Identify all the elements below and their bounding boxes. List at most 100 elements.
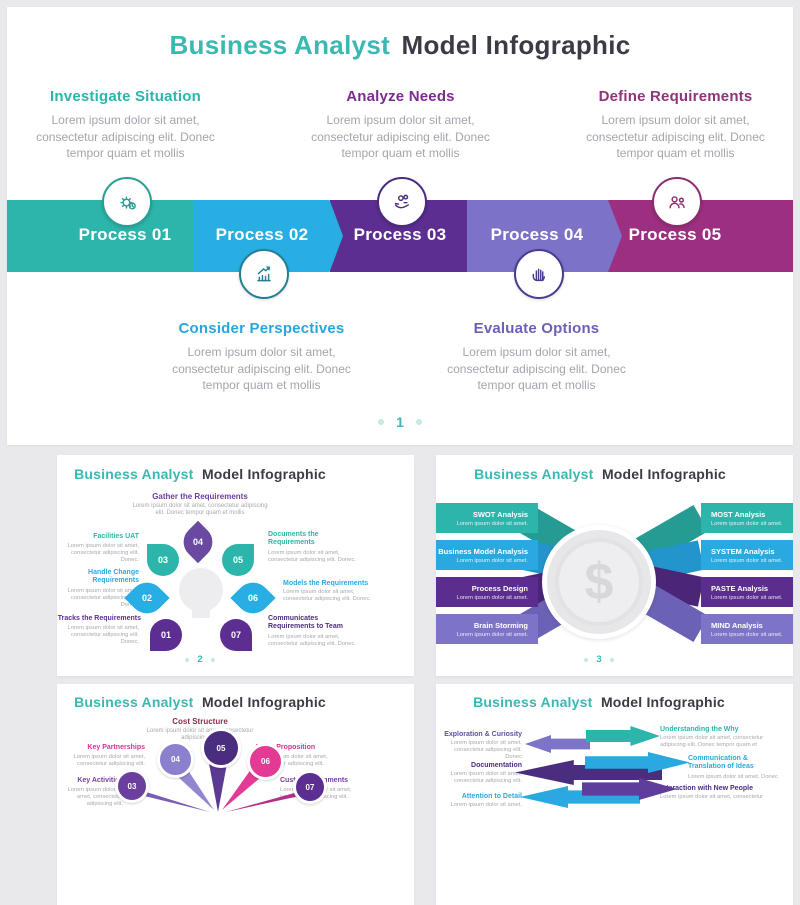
slide-thumbnail-analysis-ribbons[interactable]: Business Analyst Model Infographic SWOT …	[436, 455, 793, 676]
ribbon-brain-storming: Brain Storming Lorem ipsum dolor sit ame…	[436, 614, 538, 644]
petal-01: 01	[150, 619, 182, 651]
pagination-dot[interactable]	[210, 657, 215, 662]
pagination-dot[interactable]	[415, 419, 422, 425]
ribbon-title: MOST Analysis	[711, 509, 766, 519]
pagination-dot[interactable]	[584, 657, 589, 662]
ribbon-paste: PASTE Analysis Lorem ipsum dolor sit ame…	[701, 577, 793, 607]
section-title: Investigate Situation	[50, 88, 201, 105]
ribbon-body: Lorem ipsum dolor sit amet.	[456, 594, 528, 601]
section-body: Lorem ipsum dolor sit amet, consectetur …	[36, 113, 215, 160]
team-icon	[666, 191, 688, 213]
petal-number: 07	[230, 630, 241, 640]
bottom-section-consider: Consider Perspectives Lorem ipsum dolor …	[169, 320, 354, 394]
process-icon-badge-02	[239, 249, 289, 299]
process-label-05: Process 05	[628, 225, 722, 244]
pagination-number[interactable]: 2	[197, 654, 203, 665]
pagination-number[interactable]: 3	[596, 654, 602, 665]
process-label-01: Process 01	[78, 225, 172, 244]
flower-item-body: Lorem ipsum dolor sit amet, consectetur …	[268, 550, 356, 563]
lightbulb-icon	[179, 568, 223, 612]
flower-item-title: Facilities UAT	[93, 533, 139, 540]
ribbon-most: MOST Analysis Lorem ipsum dolor sit amet…	[701, 503, 793, 533]
thumb-title: Business Analyst Model Infographic	[436, 466, 764, 484]
fan-node-06: 06	[247, 743, 284, 780]
arrows-item-title: Interaction with New People	[660, 785, 753, 792]
arrows-item-body: Lorem ipsum dolor sit amet, consectetur …	[660, 735, 764, 748]
pagination-dot[interactable]	[185, 657, 190, 662]
canvas-heading-body: Lorem ipsum dolor sit amet, consectetur …	[146, 728, 254, 742]
ribbon-swot: SWOT Analysis Lorem ipsum dolor sit amet…	[436, 503, 538, 533]
ribbon-mind: MIND Analysis Lorem ipsum dolor sit amet…	[701, 614, 793, 644]
section-title: Consider Perspectives	[178, 320, 345, 337]
arrows-item-body: Lorem ipsum dolor sit amet, consectetur …	[450, 771, 522, 784]
thumb-title-rest: Model Infographic	[201, 466, 326, 482]
ribbon-body: Lorem ipsum dolor sit amet.	[711, 520, 783, 527]
arrow-right-teal	[586, 726, 660, 746]
dollar-inner-circle: $	[555, 538, 643, 626]
presentation-preview-page: { "palette": { "teal": "#2cb5ab", "cyan"…	[7, 7, 793, 905]
petal-number: 06	[247, 593, 259, 604]
process-segment-05	[608, 200, 793, 272]
hand-coins-icon	[391, 191, 413, 213]
flower-item-title: Handle Change Requirements	[88, 569, 139, 585]
canvas-item-title: Key Activities	[77, 777, 123, 784]
top-section-analyze: Analyze Needs Lorem ipsum dolor sit amet…	[308, 88, 493, 162]
thumb-title-rest: Model Infographic	[601, 466, 726, 482]
arrows-item-title: Communication & Translation of Ideas	[688, 755, 754, 771]
petal-06: 06	[230, 575, 276, 621]
flower-item-body: Lorem ipsum dolor sit amet, consectetur …	[67, 588, 139, 608]
canvas-item-body: Lorem ipsum dolor sit amet, consectetur …	[67, 787, 123, 807]
process-icon-badge-03	[377, 177, 427, 227]
top-section-define: Define Requirements Lorem ipsum dolor si…	[583, 88, 768, 162]
process-label-04: Process 04	[490, 225, 584, 244]
fan-node-05: 05	[201, 728, 241, 768]
ribbon-body: Lorem ipsum dolor sit amet.	[456, 520, 528, 527]
process-icon-badge-05	[652, 177, 702, 227]
arrows-item-body: Lorem ipsum dolor sit amet,	[450, 802, 522, 808]
pagination-dot[interactable]	[609, 657, 614, 662]
arrows-item-body: Lorem ipsum dolor sit amet, Donec	[688, 774, 778, 780]
canvas-item-title: Key Partnerships	[87, 744, 145, 751]
gear-clock-icon	[116, 191, 138, 213]
ribbon-title: MIND Analysis	[711, 620, 763, 630]
arrow-left-lavender	[525, 735, 590, 753]
slide-thumbnail-canvas-fan[interactable]: Business Analyst Model Infographic Cost …	[57, 684, 414, 905]
process-label-02: Process 02	[215, 225, 309, 244]
raised-hand-icon	[528, 263, 550, 285]
flower-item-body: Lorem ipsum dolor sit amet, consectetur …	[67, 543, 139, 563]
flower-item-body: Lorem ipsum dolor sit amet, consectetur …	[283, 589, 371, 602]
pagination-dot[interactable]	[378, 419, 385, 425]
lightbulb-base	[192, 608, 210, 618]
flower-item-title: Models the Requirements	[283, 580, 369, 587]
flower-heading-body: Lorem ipsum dolor sit amet, consectetur …	[132, 503, 268, 517]
pagination-number[interactable]: 1	[396, 414, 404, 430]
fan-node-03: 03	[115, 769, 149, 803]
flower-item-title: Documents the Requirements	[268, 531, 319, 547]
dollar-symbol: $	[584, 553, 614, 611]
main-pagination[interactable]: 1	[7, 414, 793, 430]
ribbon-title: Brain Storming	[473, 620, 528, 630]
arrows-item-body: Lorem ipsum dolor sit amet, consectetur	[660, 794, 764, 800]
thumb-pagination[interactable]: 2	[120, 654, 280, 665]
thumb-title-rest: Model Infographic	[201, 694, 326, 710]
thumb-title-accent: Business Analyst	[474, 466, 594, 482]
section-title: Analyze Needs	[346, 88, 455, 105]
slide-thumbnail-flower[interactable]: Business Analyst Model Infographic Gathe…	[57, 455, 414, 676]
process-segment-01	[7, 200, 193, 272]
arrows-item-title: Understanding the Why	[660, 726, 739, 733]
thumb-title: Business Analyst Model Infographic	[57, 466, 343, 484]
thumb-title: Business Analyst Model Infographic	[57, 694, 343, 712]
petal-number: 01	[160, 630, 171, 640]
arrows-item-title: Exploration & Curiosity	[444, 731, 522, 738]
flower-item-body: Lorem ipsum dolor sit amet, consectetur …	[67, 625, 139, 645]
arrows-item-title: Documentation	[471, 762, 522, 769]
arrow-right-purple	[582, 778, 677, 800]
fan-node-07: 07	[293, 770, 327, 804]
canvas-item-body: Lorem ipsum dolor sit amet, consectetur …	[256, 754, 328, 767]
main-slide-card[interactable]: Business Analyst Model Infographic Inves…	[7, 7, 793, 445]
thumb-pagination[interactable]: 3	[519, 654, 679, 665]
slide-thumbnail-arrows[interactable]: Business Analyst Model Infographic Explo…	[436, 684, 793, 905]
ribbon-title: SWOT Analysis	[472, 509, 528, 519]
process-icon-badge-04	[514, 249, 564, 299]
process-label-03: Process 03	[353, 225, 447, 244]
